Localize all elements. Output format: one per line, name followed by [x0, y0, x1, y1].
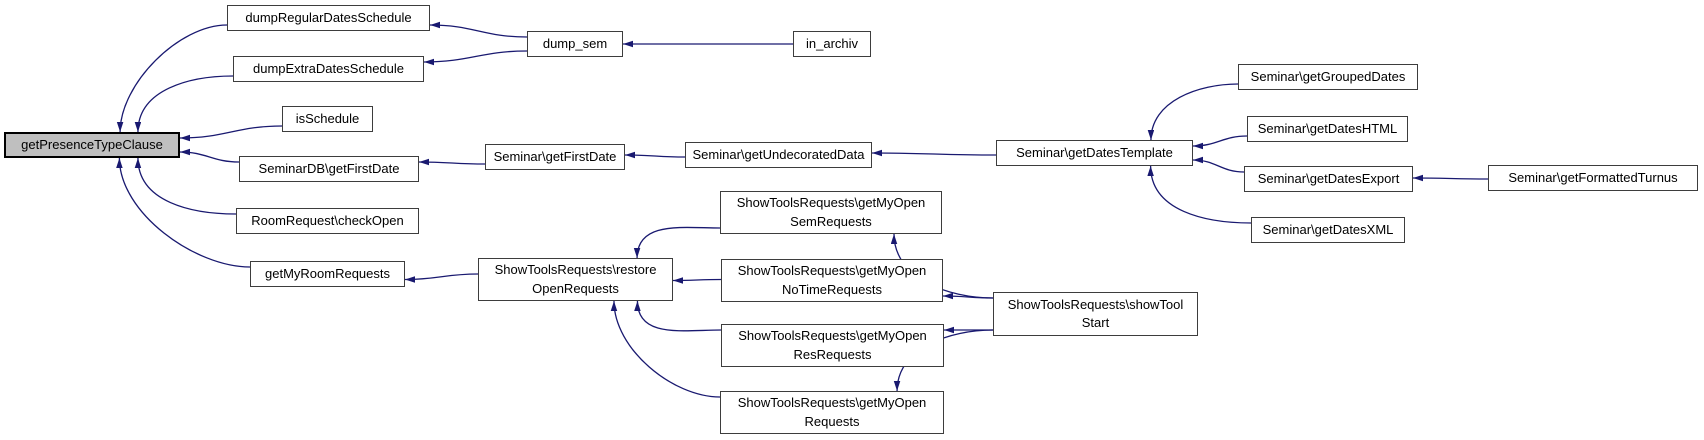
node-dump-regular-dates-schedule[interactable]: dumpRegularDatesSchedule: [227, 5, 430, 31]
node-seminar-get-dates-xml[interactable]: Seminar\getDatesXML: [1251, 217, 1405, 243]
edge-getMyOpenResRequests-to-restoreOpenRequests: [634, 300, 722, 332]
node-get-my-open-no-time-requests[interactable]: ShowToolsRequests\getMyOpen NoTimeReques…: [721, 259, 943, 302]
node-get-my-open-requests[interactable]: ShowToolsRequests\getMyOpen Requests: [720, 391, 944, 434]
node-dump-sem[interactable]: dump_sem: [527, 31, 623, 57]
node-show-tool-start[interactable]: ShowToolsRequests\showTool Start: [993, 292, 1198, 336]
edge-seminarGetGroupedDates-to-seminarGetDatesTemplate: [1147, 83, 1239, 141]
edge-restoreOpenRequests-to-getMyRoomRequests: [404, 273, 479, 283]
edge-seminarDBgetFirstDate-to-getPresenceTypeClause: [179, 148, 240, 163]
edge-dumpExtraDatesSchedule-to-getPresenceTypeClause: [134, 75, 234, 133]
edge-showToolStart-to-getMyOpenNoTimeRequests: [942, 292, 994, 300]
edge-getMyRoomRequests-to-getPresenceTypeClause: [116, 157, 251, 268]
edge-seminarGetDatesHTML-to-seminarGetDatesTemplate: [1192, 135, 1248, 150]
edge-roomRequestCheckOpen-to-getPresenceTypeClause: [134, 157, 237, 215]
edge-dumpRegularDatesSchedule-to-getPresenceTypeClause: [116, 24, 228, 133]
node-seminar-get-undecorated-data[interactable]: Seminar\getUndecoratedData: [685, 142, 872, 168]
edge-dumpSem-to-dumpRegularDatesSchedule: [429, 21, 528, 38]
edge-seminarGetUndecoratedData-to-seminarGetFirstDate: [624, 151, 686, 159]
node-seminar-get-dates-export[interactable]: Seminar\getDatesExport: [1244, 166, 1413, 192]
edge-getMyOpenRequests-to-restoreOpenRequests: [610, 300, 721, 398]
node-get-my-room-requests[interactable]: getMyRoomRequests: [250, 261, 405, 287]
node-get-my-open-res-requests[interactable]: ShowToolsRequests\getMyOpen ResRequests: [721, 324, 944, 367]
node-seminardb-get-first-date[interactable]: SeminarDB\getFirstDate: [239, 156, 419, 182]
node-seminar-get-formatted-turnus[interactable]: Seminar\getFormattedTurnus: [1488, 165, 1698, 191]
edge-seminarGetDatesTemplate-to-seminarGetUndecoratedData: [871, 149, 997, 157]
node-seminar-get-grouped-dates[interactable]: Seminar\getGroupedDates: [1238, 64, 1418, 90]
edge-seminarGetFirstDate-to-seminarDBgetFirstDate: [418, 158, 486, 166]
node-in-archiv[interactable]: in_archiv: [793, 31, 871, 57]
node-get-my-open-sem-requests[interactable]: ShowToolsRequests\getMyOpen SemRequests: [720, 191, 942, 234]
node-seminar-get-dates-template[interactable]: Seminar\getDatesTemplate: [996, 140, 1193, 166]
node-restore-open-requests[interactable]: ShowToolsRequests\restore OpenRequests: [478, 258, 673, 301]
node-seminar-get-dates-html[interactable]: Seminar\getDatesHTML: [1247, 116, 1408, 142]
edge-seminarGetDatesExport-to-seminarGetDatesTemplate: [1192, 156, 1245, 173]
edge-dumpSem-to-dumpExtraDatesSchedule: [423, 50, 528, 66]
edge-getMyOpenSemRequests-to-restoreOpenRequests: [633, 226, 721, 259]
node-seminar-get-first-date[interactable]: Seminar\getFirstDate: [485, 144, 625, 170]
node-get-presence-type-clause: getPresenceTypeClause: [4, 132, 180, 158]
node-room-request-check-open[interactable]: RoomRequest\checkOpen: [236, 208, 419, 234]
edge-isSchedule-to-getPresenceTypeClause: [179, 125, 283, 142]
edge-seminarGetDatesXML-to-seminarGetDatesTemplate: [1147, 165, 1252, 224]
node-is-schedule[interactable]: isSchedule: [282, 106, 373, 132]
edge-seminarGetFormattedTurnus-to-seminarGetDatesExport: [1412, 174, 1489, 182]
node-dump-extra-dates-schedule[interactable]: dumpExtraDatesSchedule: [233, 56, 424, 82]
edge-getMyOpenNoTimeRequests-to-restoreOpenRequests: [672, 277, 722, 284]
